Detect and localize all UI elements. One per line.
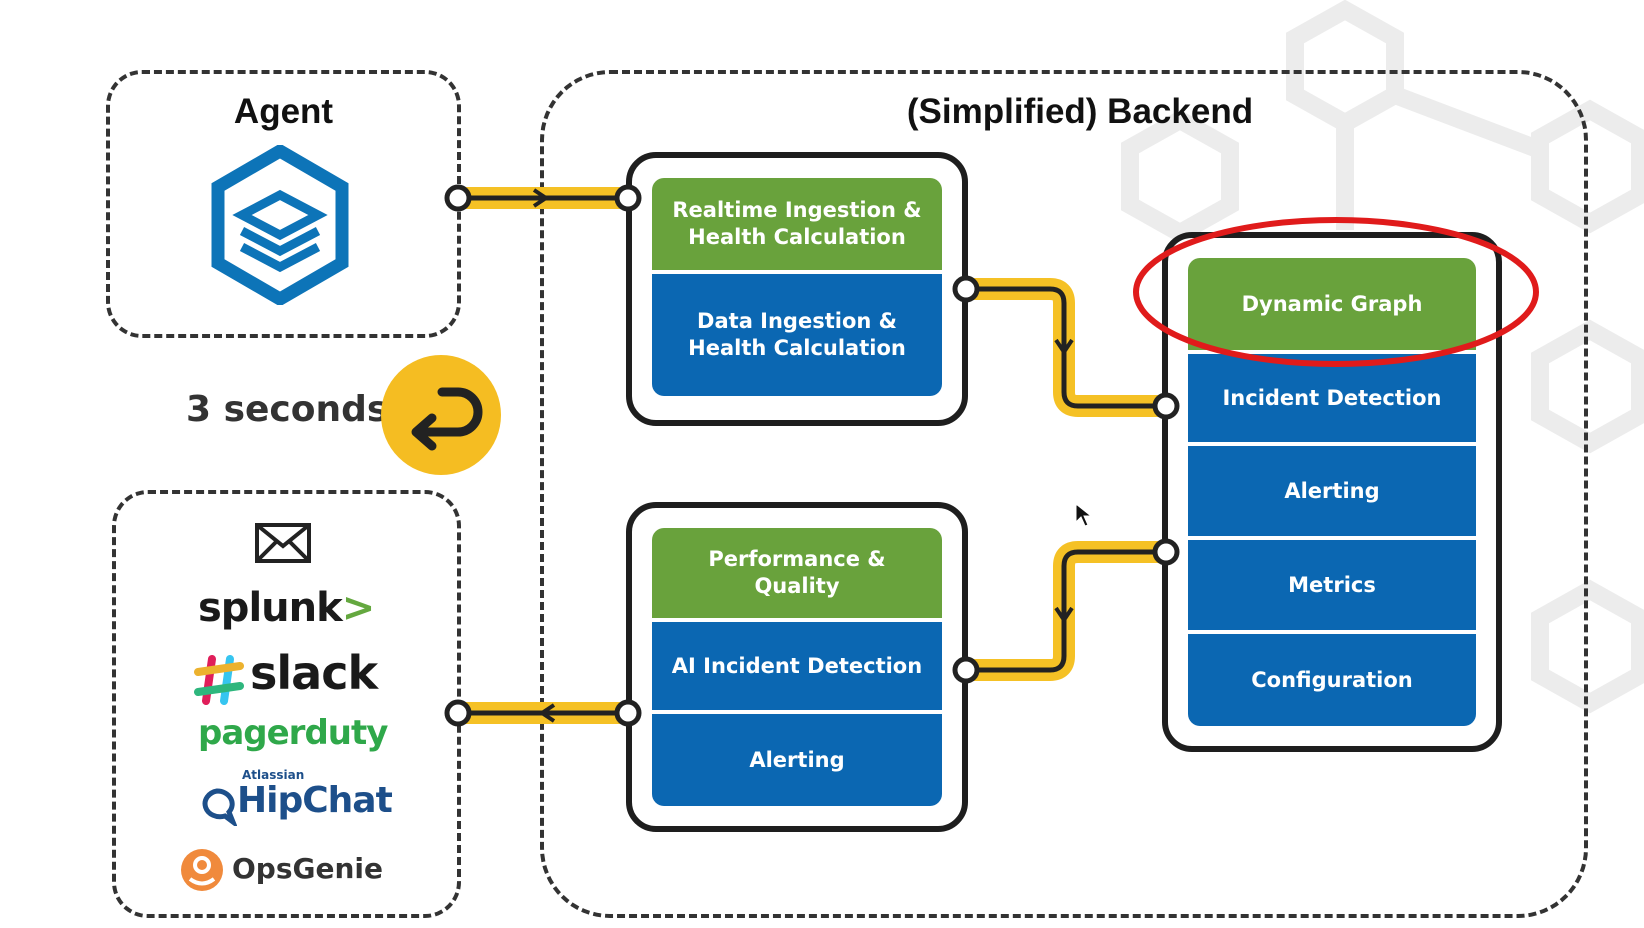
hipchat-atlassian-label: Atlassian bbox=[242, 768, 305, 782]
agent-logo-icon bbox=[211, 145, 349, 305]
graph-card-item: Incident Detection bbox=[1188, 354, 1476, 442]
loop-interval-label: 3 seconds bbox=[186, 389, 389, 430]
opsgenie-logo: OpsGenie bbox=[232, 852, 384, 885]
opsgenie-icon bbox=[181, 849, 223, 891]
connector-node bbox=[444, 184, 472, 212]
ingestion-card-header: Realtime Ingestion & Health Calculation bbox=[652, 178, 942, 270]
backend-box bbox=[540, 70, 1588, 918]
connector-node bbox=[952, 656, 980, 684]
loop-return-icon bbox=[381, 355, 501, 475]
ingestion-card-item: Data Ingestion & Health Calculation bbox=[652, 274, 942, 396]
pagerduty-logo: pagerduty bbox=[198, 713, 388, 753]
slack-logo: slack bbox=[250, 646, 378, 700]
performance-card-item: Alerting bbox=[652, 714, 942, 806]
splunk-chevron: > bbox=[341, 585, 376, 631]
backend-heading: (Simplified) Backend bbox=[906, 92, 1254, 131]
connector-node bbox=[1152, 538, 1180, 566]
graph-card-item: Metrics bbox=[1188, 540, 1476, 630]
connector-node bbox=[952, 275, 980, 303]
connector-node bbox=[444, 699, 472, 727]
connector-ingestion-to-graph bbox=[966, 278, 1166, 417]
connector-node bbox=[1152, 392, 1180, 420]
connector-graph-to-performance bbox=[966, 541, 1166, 681]
graph-card-header: Dynamic Graph bbox=[1188, 258, 1476, 350]
highlight-ring bbox=[1133, 217, 1539, 367]
hipchat-logo: HipChat bbox=[237, 780, 393, 821]
connector-node bbox=[614, 184, 642, 212]
agent-heading: Agent bbox=[233, 92, 334, 131]
email-icon bbox=[255, 523, 311, 563]
connector-agent-to-ingestion bbox=[447, 187, 639, 209]
connector-node bbox=[614, 699, 642, 727]
hipchat-bubble-icon bbox=[202, 788, 237, 826]
slack-hash-icon bbox=[194, 655, 244, 705]
mouse-cursor-icon bbox=[1075, 502, 1093, 527]
splunk-logo: splunk> bbox=[198, 585, 376, 631]
splunk-wordmark: splunk bbox=[198, 585, 343, 631]
graph-card-item: Alerting bbox=[1188, 446, 1476, 536]
graph-card-item: Configuration bbox=[1188, 634, 1476, 726]
performance-card-header: Performance & Quality bbox=[652, 528, 942, 618]
connector-performance-to-integrations bbox=[447, 702, 639, 724]
performance-card-item: AI Incident Detection bbox=[652, 622, 942, 710]
